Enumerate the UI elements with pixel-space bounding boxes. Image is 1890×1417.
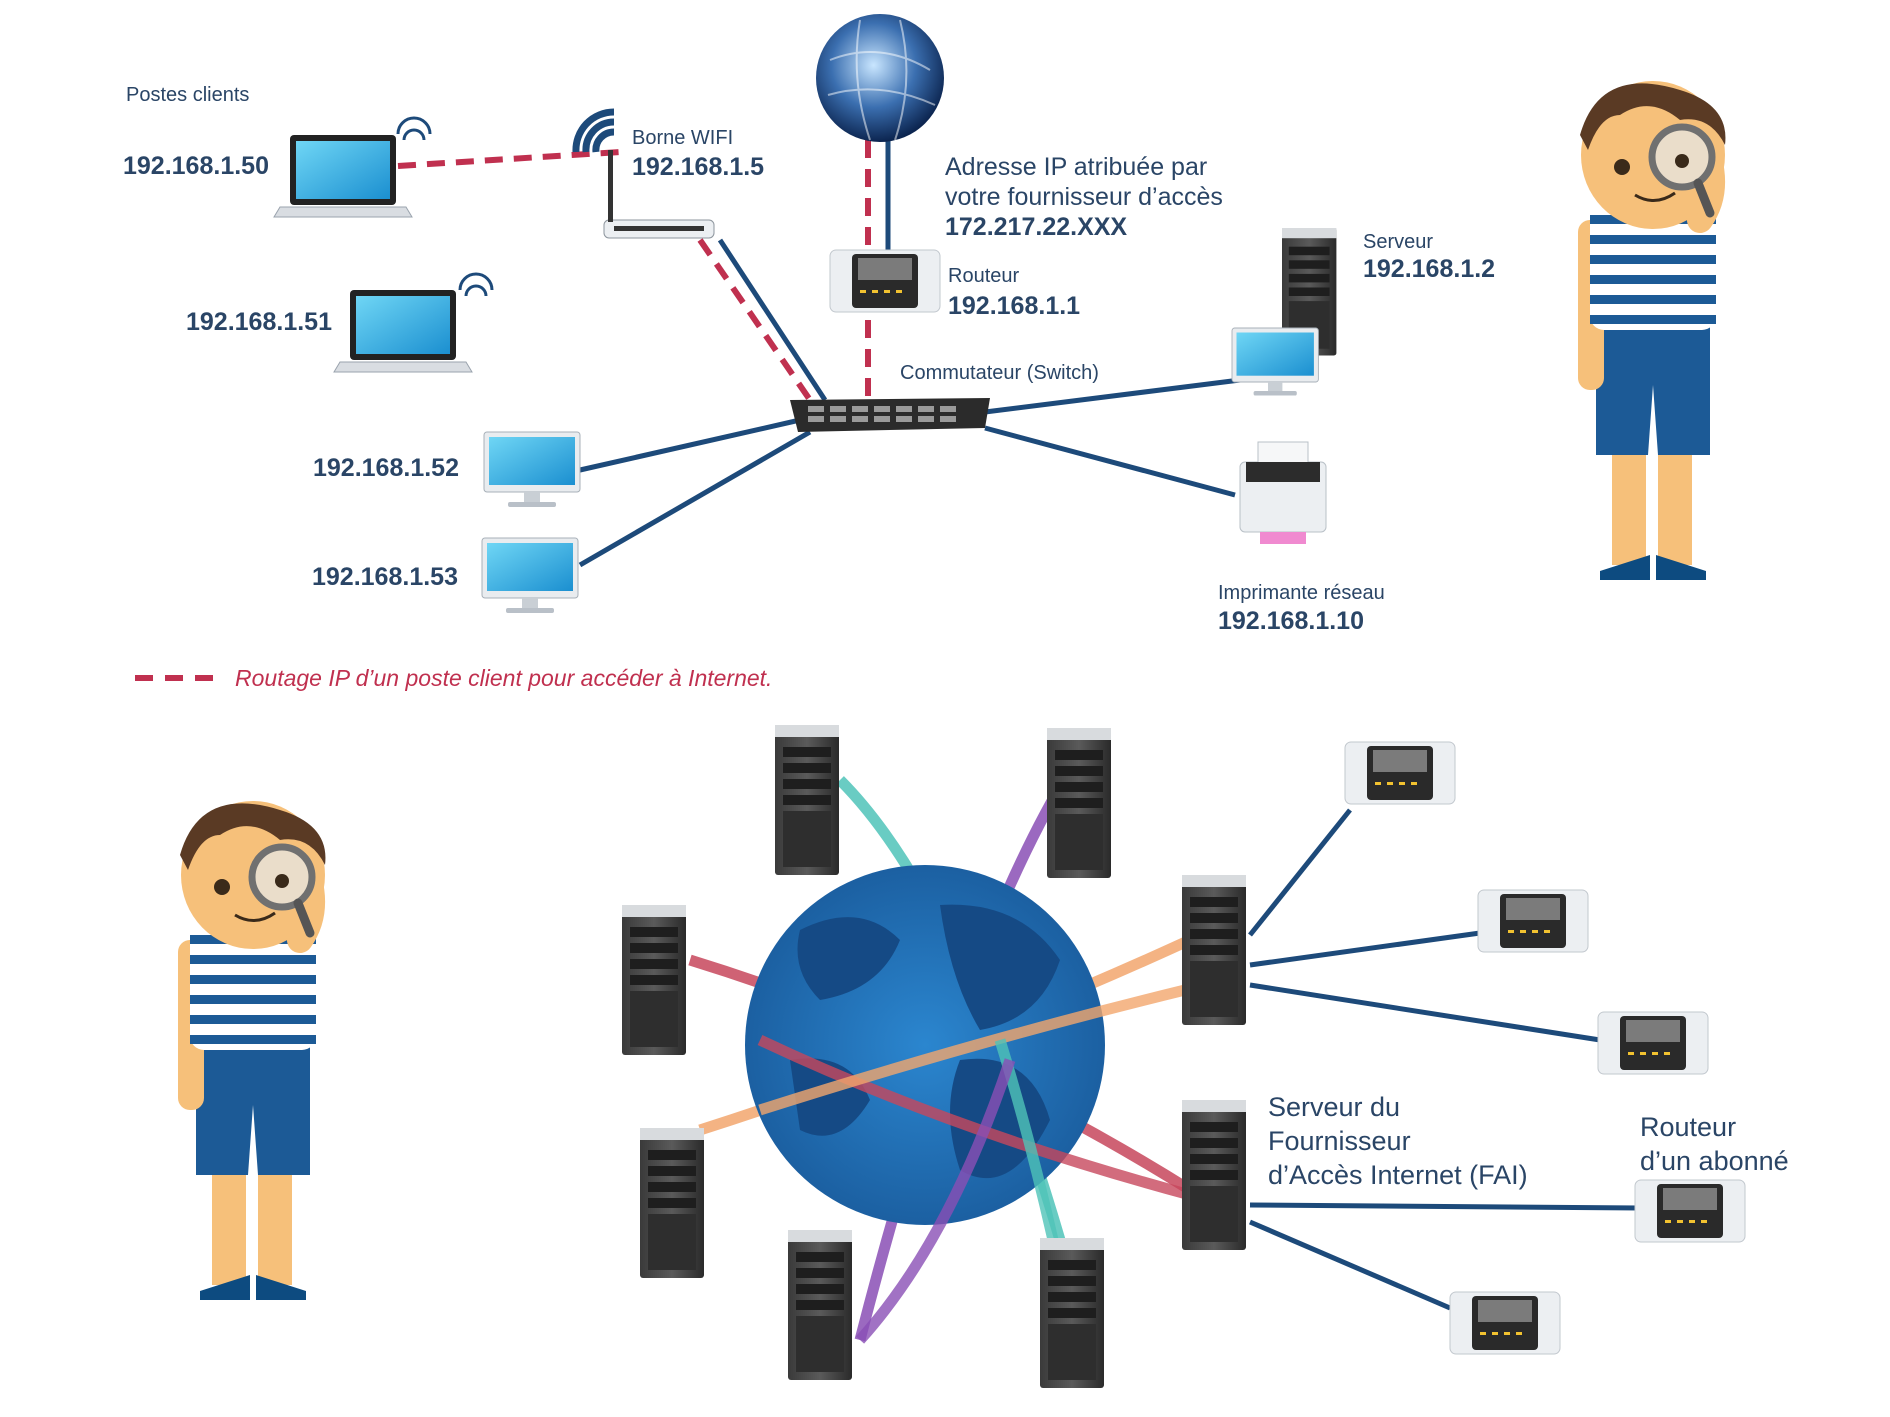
server-tower-icon [1182, 1100, 1246, 1250]
client-ip-2: 192.168.1.51 [186, 308, 332, 336]
wifi-ip: 192.168.1.5 [632, 153, 765, 181]
ip-route-dashed [397, 140, 871, 402]
server-ip: 192.168.1.2 [1363, 255, 1496, 283]
server-tower-icon [1047, 728, 1111, 878]
router-label: Routeur [948, 265, 1020, 287]
router-icon [829, 249, 941, 313]
wifi-signal-icon [396, 116, 494, 297]
subscriber-router-label: Routeur d’un abonné [1640, 1112, 1789, 1176]
printer-icon [1239, 441, 1327, 544]
router-icon [1634, 1179, 1746, 1243]
server-tower-icon [1182, 875, 1246, 1025]
isp-ip: 172.217.22.XXX [945, 213, 1128, 241]
router-icon [1597, 1011, 1709, 1075]
boy-with-magnifier-illustration [1578, 81, 1725, 580]
desktop-monitor-icon [481, 537, 579, 614]
server-tower-icon [788, 1230, 852, 1380]
server-tower-icon [640, 1128, 704, 1278]
legend-dash-sample [135, 675, 215, 681]
router-icon [1449, 1291, 1561, 1355]
isp-links [1248, 808, 1641, 1311]
printer-label: Imprimante réseau [1218, 582, 1385, 604]
laptop-icon [273, 134, 413, 218]
printer-ip: 192.168.1.10 [1218, 607, 1364, 635]
client-ip-3: 192.168.1.52 [313, 454, 459, 482]
server-tower-icon [1040, 1238, 1104, 1388]
router-ip: 192.168.1.1 [948, 292, 1081, 320]
globe-icon [816, 14, 944, 142]
isp-ip-description: Adresse IP atribuée par votre fournisseu… [945, 153, 1223, 211]
client-ip-4: 192.168.1.53 [312, 563, 458, 591]
router-icon [1477, 889, 1589, 953]
desktop-monitor-icon [1231, 327, 1319, 396]
boy-with-magnifier-illustration [178, 801, 325, 1300]
earth-globe-icon [745, 865, 1105, 1225]
switch-label: Commutateur (Switch) [900, 362, 1099, 384]
router-icon [1344, 741, 1456, 805]
wifi-label: Borne WIFI [632, 127, 734, 149]
isp-server-label: Serveur du Fournisseur d’Accès Internet … [1268, 1092, 1528, 1190]
desktop-monitor-icon [483, 431, 581, 508]
laptop-icon [333, 289, 473, 373]
network-cables [578, 140, 1241, 568]
switch-icon [790, 398, 990, 432]
clients-title: Postes clients [126, 84, 250, 106]
wifi-router-icon [572, 108, 715, 239]
server-tower-icon [775, 725, 839, 875]
route-legend: Routage IP d’un poste client pour accéde… [135, 665, 1035, 699]
server-tower-icon [622, 905, 686, 1055]
client-ip-1: 192.168.1.50 [123, 152, 269, 180]
server-label: Serveur [1363, 231, 1434, 253]
legend-text: Routage IP d’un poste client pour accéde… [235, 665, 773, 691]
